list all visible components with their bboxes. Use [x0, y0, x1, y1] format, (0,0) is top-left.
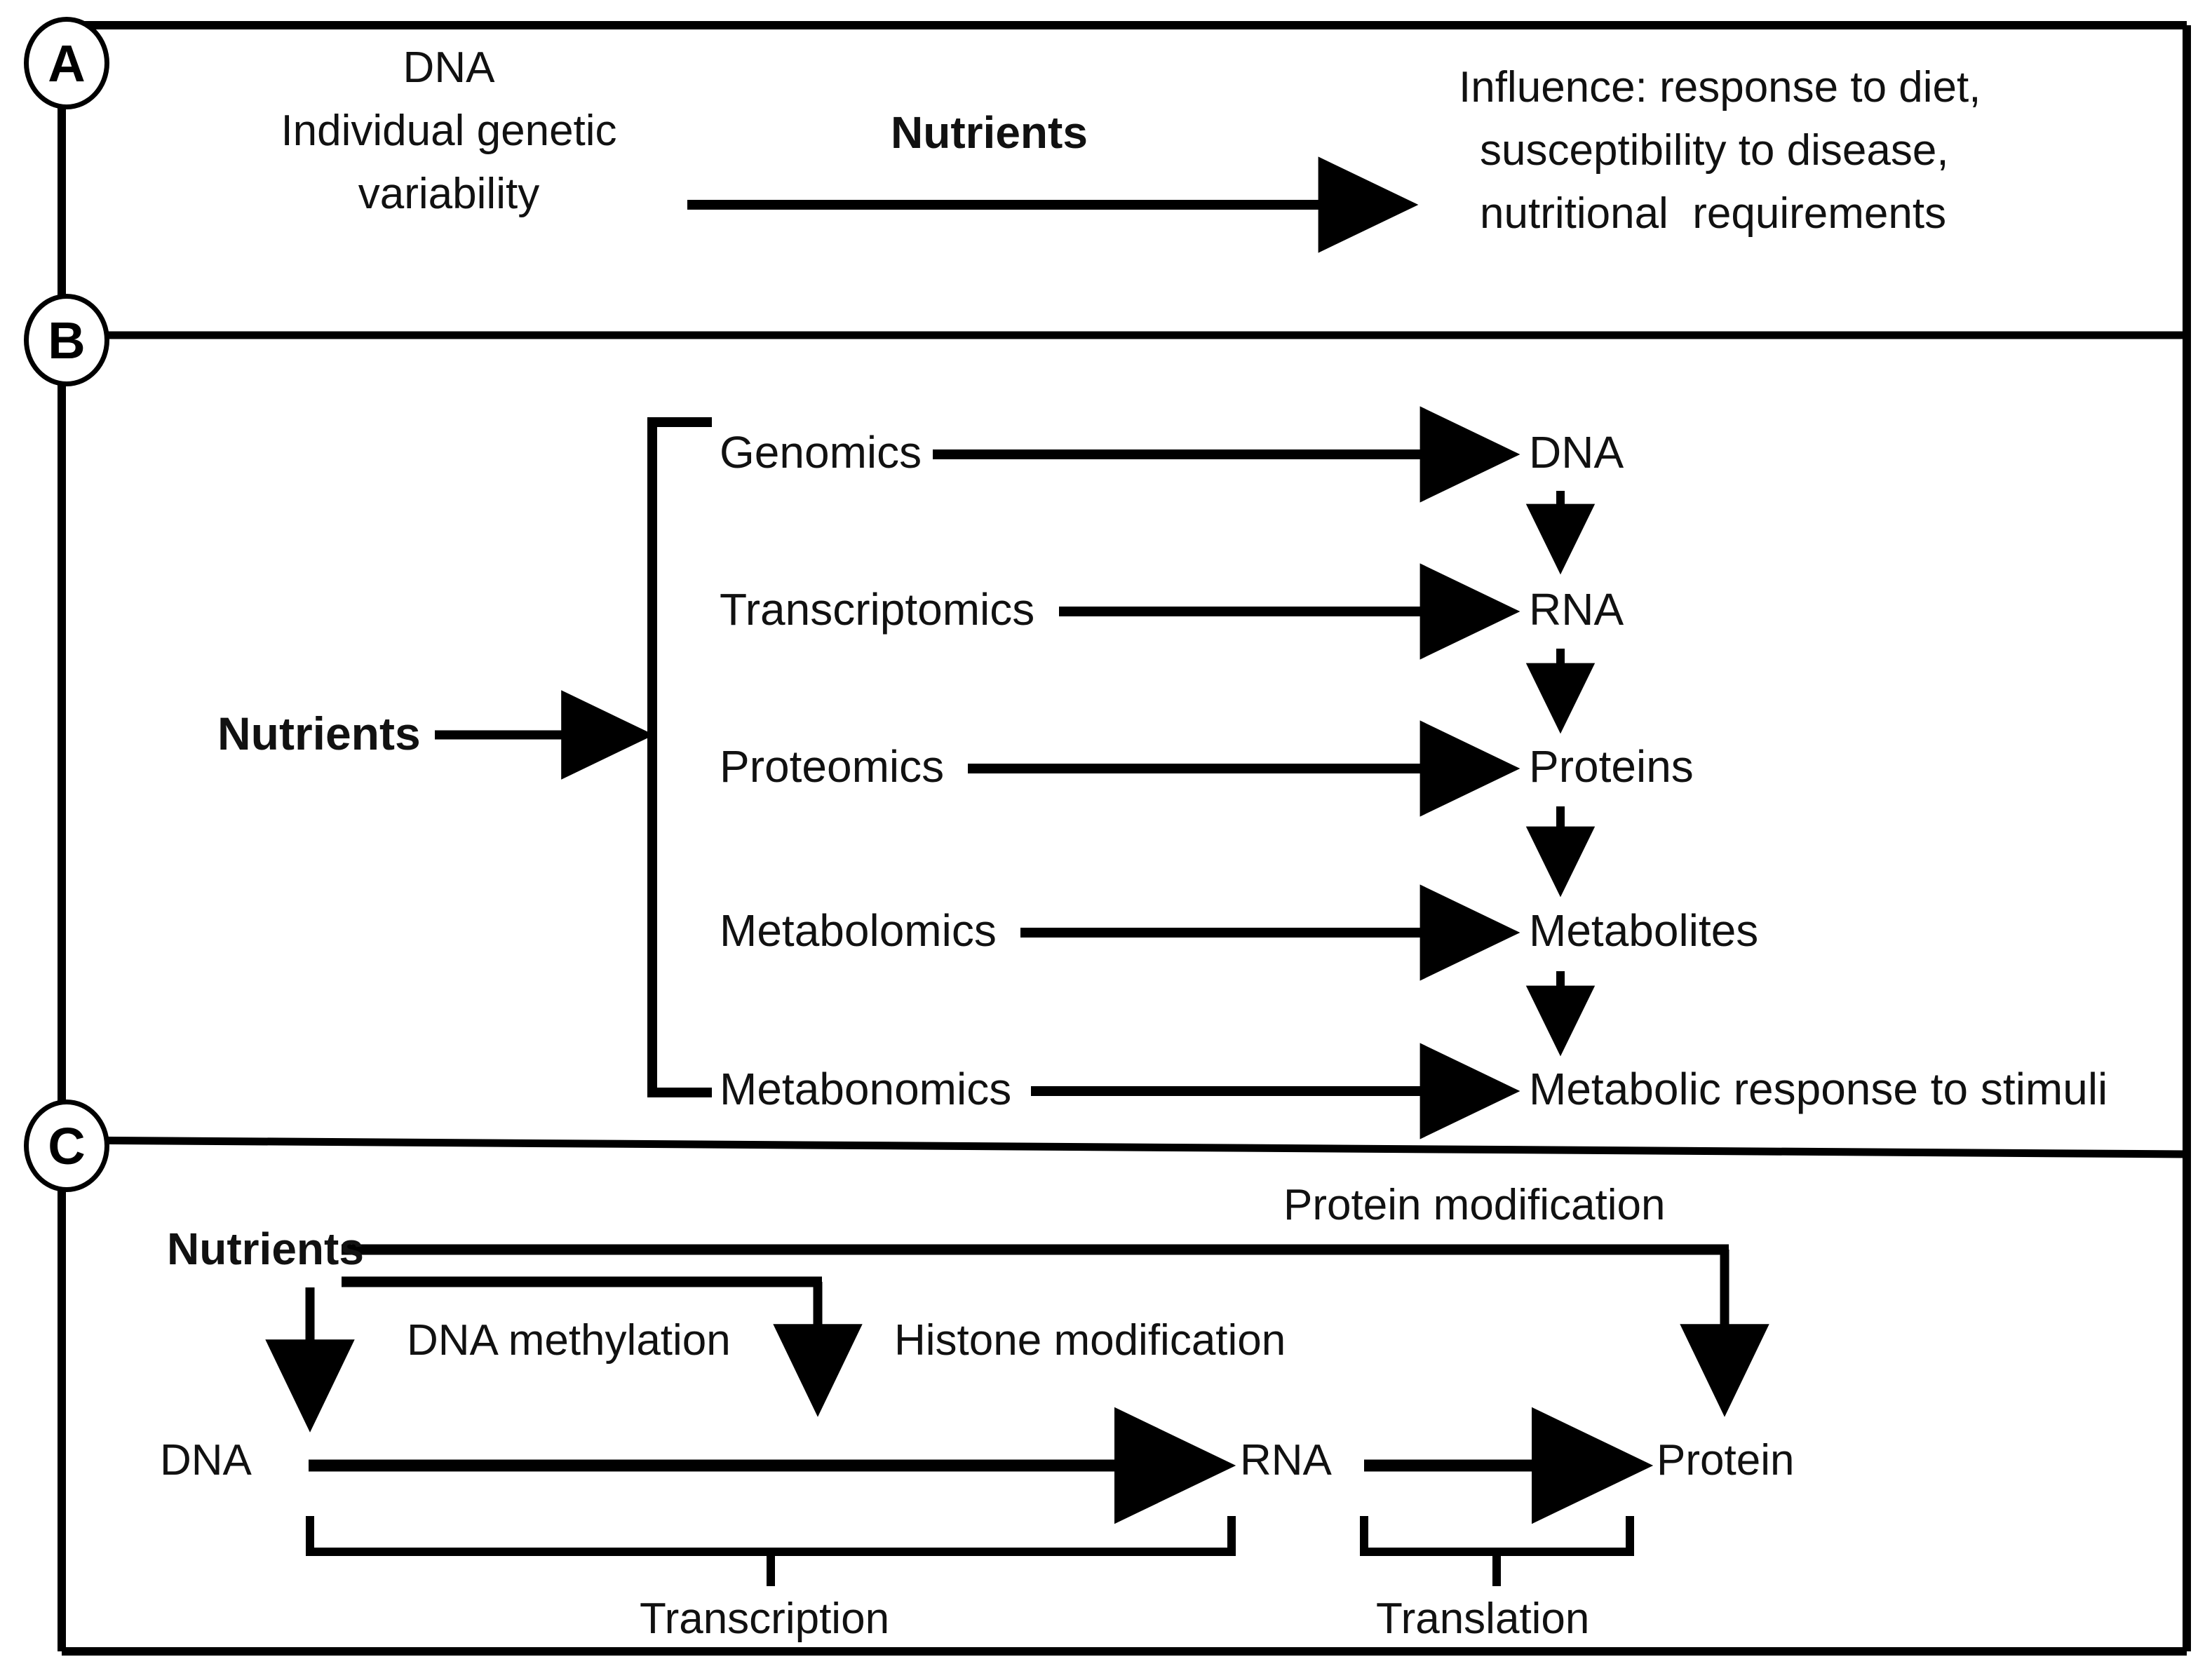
panel-c-input-label: Nutrients: [167, 1224, 364, 1274]
panel-b-bracket: [647, 417, 712, 1097]
panel-b-omics-metabolomics: Metabolomics: [720, 905, 997, 956]
panel-a-outcome-line1: Influence: response to diet,: [1459, 63, 1981, 111]
panel-c-node-dna: DNA: [160, 1436, 252, 1484]
panel-c-node-rna: RNA: [1240, 1436, 1332, 1484]
panel-c-node-protein: Protein: [1657, 1436, 1795, 1484]
panel-a-source-line1: DNA: [403, 43, 495, 92]
panel-b-input-label: Nutrients: [217, 708, 421, 759]
panel-c-histone-modification-label: Histone modification: [894, 1316, 1286, 1365]
panel-a-outcome-line2: susceptibility to disease,: [1480, 126, 1949, 175]
panel-b-target-rna: RNA: [1529, 584, 1624, 635]
panel-a-source-line2: Individual genetic: [281, 107, 617, 155]
panel-a-source-line3: variability: [358, 170, 540, 218]
panel-c-process-translation: Translation: [1376, 1595, 1590, 1643]
panel-b-omics-genomics: Genomics: [720, 427, 922, 478]
panel-c-process-transcription: Transcription: [640, 1595, 890, 1643]
panel-c-brace-translation: [1360, 1516, 1634, 1586]
panel-badge-b: B: [24, 294, 109, 386]
panel-c-protein-modification-label: Protein modification: [1283, 1181, 1666, 1229]
panel-a-outcome-line3: nutritional requirements: [1480, 189, 1947, 238]
panel-b-target-metabolic-response: Metabolic response to stimuli: [1529, 1064, 2108, 1114]
panel-b-omics-metabonomics: Metabonomics: [720, 1064, 1012, 1114]
divider-b-c: [61, 1136, 2187, 1158]
panel-b-target-dna: DNA: [1529, 427, 1624, 478]
outer-border: [58, 21, 2191, 1656]
panel-c-dna-methylation-label: DNA methylation: [407, 1316, 731, 1365]
panel-c-brace-transcription: [306, 1516, 1236, 1586]
panel-b-target-proteins: Proteins: [1529, 741, 1694, 792]
panel-b-omics-proteomics: Proteomics: [720, 741, 945, 792]
panel-b-target-metabolites: Metabolites: [1529, 905, 1759, 956]
panel-b-omics-transcriptomics: Transcriptomics: [720, 584, 1035, 635]
panel-a-arrow-label: Nutrients: [891, 107, 1088, 158]
panel-badge-c: C: [24, 1100, 109, 1192]
panel-badge-a: A: [24, 17, 109, 109]
